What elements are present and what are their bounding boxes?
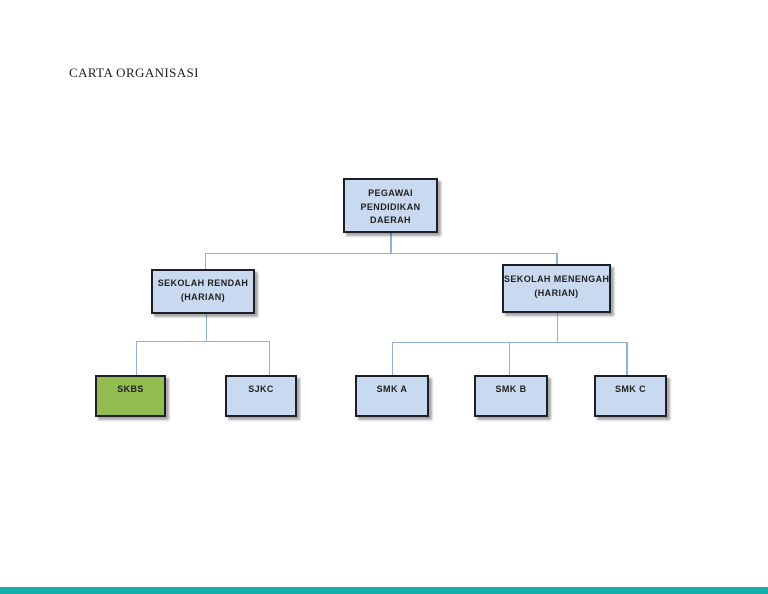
edge-drop-smk-c bbox=[626, 342, 628, 375]
node-label: SMK B bbox=[495, 384, 527, 394]
node-sekolah-rendah: SEKOLAH RENDAH (HARIAN) bbox=[151, 269, 255, 314]
node-label: PENDIDIKAN bbox=[360, 201, 421, 212]
node-smk-c: SMK C bbox=[594, 375, 667, 417]
node-label: (HARIAN) bbox=[534, 287, 579, 298]
node-label: SJKC bbox=[248, 384, 274, 394]
node-skbs: SKBS bbox=[95, 375, 166, 417]
edge-level2-rail bbox=[205, 252, 557, 254]
node-label: PEGAWAI bbox=[368, 188, 413, 198]
node-label: SMK C bbox=[615, 384, 646, 394]
edge-drop-smk-b bbox=[508, 342, 510, 375]
viewer-bottom-bar bbox=[0, 587, 768, 594]
node-label: DAERAH bbox=[370, 215, 411, 225]
page-title: CARTA ORGANISASI bbox=[69, 65, 199, 80]
node-label: SKBS bbox=[117, 384, 144, 394]
edge-drop-sekolah-menengah bbox=[556, 253, 558, 264]
node-label: SEKOLAH MENENGAH bbox=[504, 274, 610, 284]
node-label: SEKOLAH RENDAH bbox=[157, 278, 249, 288]
node-sekolah-menengah: SEKOLAH MENENGAH (HARIAN) bbox=[502, 264, 611, 313]
edge-drop-sekolah-rendah bbox=[204, 253, 206, 269]
edge-rendah-rail bbox=[136, 340, 270, 342]
edge-drop-skbs bbox=[135, 341, 137, 375]
node-smk-b: SMK B bbox=[474, 375, 548, 417]
edge-drop-sjkc bbox=[268, 341, 270, 375]
node-label: (HARIAN) bbox=[180, 291, 226, 302]
edge-menengah-stem bbox=[556, 313, 558, 342]
edge-drop-smk-a bbox=[391, 342, 393, 375]
node-label: SMK A bbox=[376, 384, 408, 394]
node-sjkc: SJKC bbox=[225, 375, 297, 417]
node-smk-a: SMK A bbox=[355, 375, 429, 417]
edge-rendah-stem bbox=[205, 314, 207, 341]
edge-root-stem bbox=[390, 233, 392, 253]
node-pegawai-pendidikan-daerah: PEGAWAI PENDIDIKAN DAERAH bbox=[343, 178, 438, 233]
